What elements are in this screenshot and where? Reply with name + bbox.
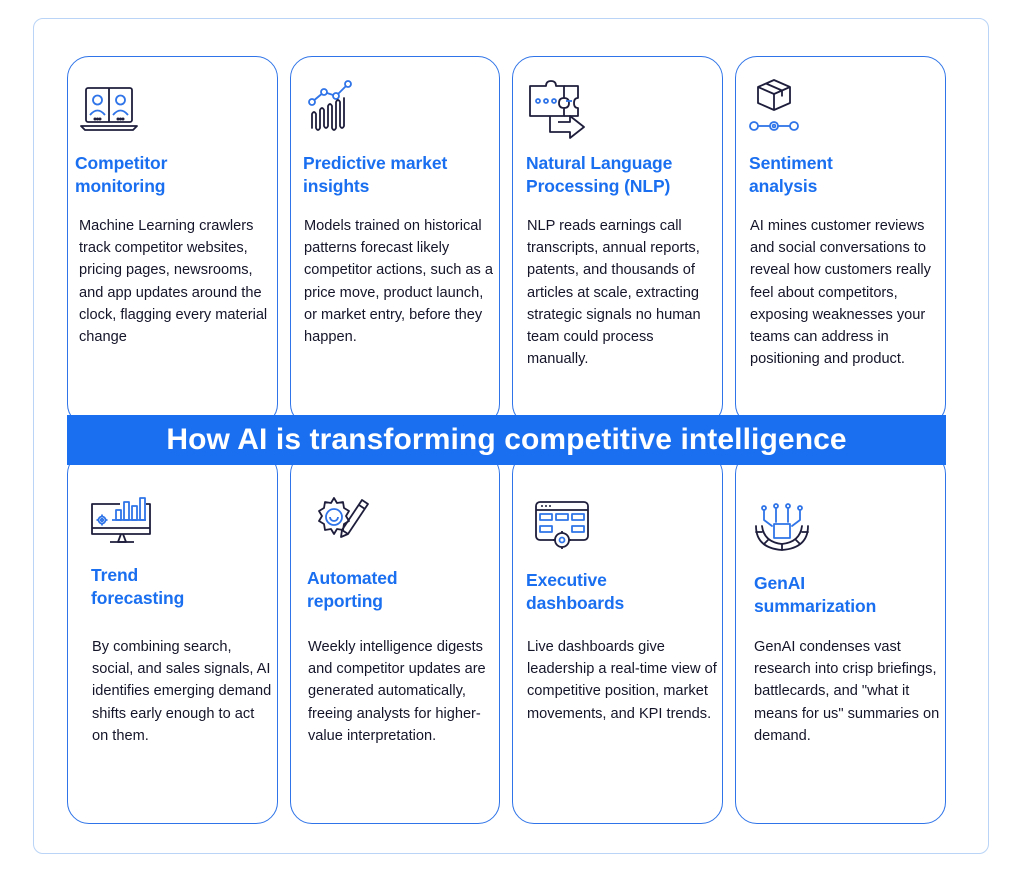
card-description: GenAI condenses vast research into crisp…	[754, 639, 940, 744]
card-description: By combining search, social, and sales s…	[92, 639, 272, 744]
card-title-line: Processing (NLP)	[526, 176, 671, 196]
card-description: Live dashboards give leadership a real-t…	[527, 639, 717, 722]
card-genai-summarization	[735, 452, 946, 824]
card-title-line: Natural Language	[526, 153, 673, 173]
card-title: Executive dashboards	[526, 569, 624, 615]
card-title-line: summarization	[754, 596, 877, 616]
card-description: NLP reads earnings call transcripts, ann…	[527, 218, 701, 368]
card-description: Models trained on historical patterns fo…	[304, 218, 493, 346]
card-title-line: Automated	[307, 568, 398, 588]
dashboard-gear-icon	[534, 498, 598, 558]
card-sentiment-analysis	[735, 56, 946, 426]
card-title-line: monitoring	[75, 176, 166, 196]
card-title-line: Competitor	[75, 153, 168, 173]
card-title: Competitor monitoring	[75, 152, 167, 198]
card-description: AI mines customer reviews and social con…	[750, 218, 931, 368]
puzzle-chat-icon	[526, 80, 590, 140]
gear-pen-icon	[312, 494, 376, 554]
card-description: Machine Learning crawlers track competit…	[79, 218, 268, 346]
card-automated-reporting	[290, 452, 500, 824]
package-flow-icon	[748, 78, 812, 138]
card-predictive-market-insights	[290, 56, 500, 426]
card-title-line: forecasting	[91, 588, 185, 608]
infographic-frame	[33, 18, 989, 854]
card-title-line: GenAI	[754, 573, 806, 593]
card-title: GenAI summarization	[754, 572, 876, 618]
card-title-line: Trend	[91, 565, 139, 585]
card-title-line: reporting	[307, 591, 383, 611]
card-title-line: Sentiment	[749, 153, 833, 173]
card-title: Automated reporting	[307, 567, 398, 613]
card-description: Weekly intelligence digests and competit…	[308, 639, 486, 744]
card-title-line: Executive	[526, 570, 607, 590]
video-call-laptop-icon	[80, 84, 144, 144]
card-title: Sentiment analysis	[749, 152, 833, 198]
card-title: Trend forecasting	[91, 564, 184, 610]
card-title-line: analysis	[749, 176, 818, 196]
card-title-line: insights	[303, 176, 370, 196]
card-title-line: Predictive market	[303, 153, 448, 173]
trend-graph-icon	[306, 76, 370, 136]
banner-title: How AI is transforming competitive intel…	[67, 415, 946, 465]
card-title: Predictive market insights	[303, 152, 447, 198]
card-title: Natural Language Processing (NLP)	[526, 152, 672, 198]
ai-circuit-icon	[754, 502, 818, 562]
card-title-line: dashboards	[526, 593, 625, 613]
card-trend-forecasting	[67, 452, 278, 824]
monitor-chart-icon	[90, 494, 154, 554]
